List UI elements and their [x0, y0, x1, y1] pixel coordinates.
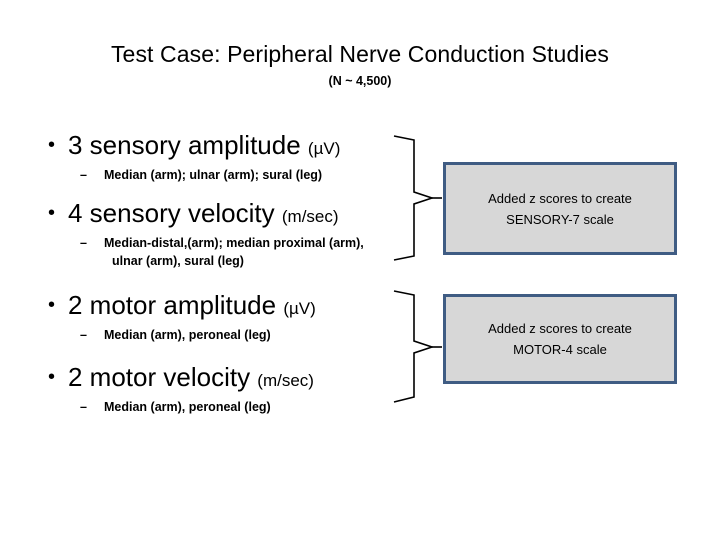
bullet-label: 4 sensory velocity [68, 198, 282, 228]
sub-bullet-dash-icon: – [80, 400, 87, 414]
page-title: Test Case: Peripheral Nerve Conduction S… [110, 41, 610, 67]
callout-line-1: Added z scores to create [488, 321, 632, 336]
sub-bullet-item: – Median-distal,(arm); median proximal (… [36, 234, 364, 270]
sub-bullet-label: Median-distal,(arm); median proximal (ar… [104, 236, 364, 250]
callout-box-sensory-7: Added z scores to create SENSORY-7 scale [443, 162, 677, 255]
bullet-item: • 2 motor amplitude (µV) [36, 288, 316, 326]
bullet-group-motor-amplitude: • 2 motor amplitude (µV) – Median (arm),… [36, 288, 316, 344]
bullet-unit: (µV) [283, 299, 316, 318]
sub-bullet-label: Median (arm), peroneal (leg) [104, 328, 271, 342]
callout-box-motor-4: Added z scores to create MOTOR-4 scale [443, 294, 677, 384]
bullet-item: • 3 sensory amplitude (µV) [36, 128, 340, 166]
sub-bullet-dash-icon: – [80, 328, 87, 342]
bullet-unit: (µV) [307, 139, 341, 158]
sub-bullet-item: – Median (arm), peroneal (leg) [36, 398, 314, 416]
sub-bullet-dash-icon: – [80, 236, 87, 250]
curly-brace-motor-icon [392, 289, 442, 405]
callout-line-1: Added z scores to create [488, 190, 632, 206]
sub-bullet-label: Median (arm); ulnar (arm); sural (leg) [104, 168, 323, 182]
title-block: Test Case: Peripheral Nerve Conduction S… [0, 40, 720, 89]
bullet-group-sensory-amplitude: • 3 sensory amplitude (µV) – Median (arm… [36, 128, 340, 184]
bullet-unit: (m/sec) [257, 371, 314, 390]
bullet-dot-icon: • [48, 366, 56, 388]
bullet-group-motor-velocity: • 2 motor velocity (m/sec) – Median (arm… [36, 360, 314, 416]
sub-bullet-item: – Median (arm), peroneal (leg) [36, 326, 316, 344]
bullet-label: 2 motor amplitude [68, 290, 284, 320]
bullet-dot-icon: • [48, 294, 56, 316]
curly-brace-sensory-icon [392, 134, 442, 264]
sub-bullet-dash-icon: – [80, 168, 87, 182]
bullet-item: • 2 motor velocity (m/sec) [36, 360, 314, 398]
page-subtitle: (N ~ 4,500) [328, 74, 392, 88]
sub-bullet-label: Median (arm), peroneal (leg) [104, 400, 271, 414]
callout-text-block: Added z scores to create SENSORY-7 scale [478, 188, 642, 230]
callout-line-2: MOTOR-4 scale [513, 342, 607, 357]
callout-line-2: SENSORY-7 scale [506, 211, 614, 227]
bullet-dot-icon: • [48, 202, 56, 224]
sub-bullet-label-continued: ulnar (arm), sural (leg) [112, 254, 244, 268]
bullet-label: 2 motor velocity [68, 362, 258, 392]
bullet-unit: (m/sec) [281, 207, 339, 226]
bullet-item: • 4 sensory velocity (m/sec) [36, 196, 364, 234]
callout-text-block: Added z scores to create MOTOR-4 scale [478, 318, 642, 360]
bullet-label: 3 sensory amplitude [68, 130, 308, 160]
bullet-group-sensory-velocity: • 4 sensory velocity (m/sec) – Median-di… [36, 196, 364, 270]
bullet-dot-icon: • [48, 134, 56, 156]
sub-bullet-item: – Median (arm); ulnar (arm); sural (leg) [36, 166, 340, 184]
